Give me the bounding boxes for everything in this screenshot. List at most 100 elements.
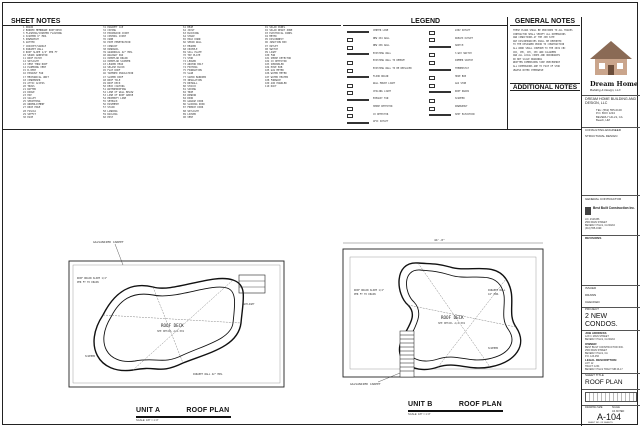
tb-graphic (585, 392, 637, 402)
sheet-note: 23 HIP (23, 94, 32, 98)
legend-item-label: WALL MOUNT LIGHT (373, 82, 396, 86)
tb-divider (582, 195, 640, 196)
sheet-note: 63 BLOCKING (183, 32, 199, 36)
logo-subtext: Building & Design, LLC (590, 88, 621, 92)
company-line: BEVERLY HILLS, CA (596, 114, 623, 119)
sheet-note: 5 DOWNSPOUT (23, 38, 39, 42)
sheet-note: 88 SKYLIGHT (183, 109, 199, 113)
legend-symbol (429, 53, 435, 58)
svg-text:ROOF DRAIN SLOPE 1/4": ROOF DRAIN SLOPE 1/4" (354, 289, 385, 292)
sheet-note: 12 SKYLIGHT (23, 60, 39, 64)
sheet-note: 100 FAN (265, 53, 276, 57)
sheet-note: 94 METER (265, 35, 277, 39)
company-name: DREAM HOME BUILDING AND DESIGN, LLC (585, 97, 637, 105)
legend-item-label: DUPLEX OUTLET (455, 36, 473, 40)
tb-divider (582, 127, 640, 128)
sheet-note: 86 SLIDING DOOR (183, 103, 205, 107)
legal-line: BEVERLY HILLS TRACT MB 23-17 (585, 367, 623, 371)
sheet-note: 51 WATERPROOFING (103, 87, 127, 91)
legend-symbol (347, 114, 353, 119)
sheet-note: 101 SMOKE DETECTOR (265, 56, 291, 60)
legend-item-label: CENTER LINE (373, 29, 389, 32)
revisions-label: REVISIONS (585, 236, 602, 240)
sheet-note: 66 SHEAR WALL (183, 41, 202, 45)
legend-symbol (347, 38, 353, 43)
company-line: Beach, HM (596, 118, 610, 123)
svg-text:PARAPET WALL 42" MIN.: PARAPET WALL 42" MIN. (193, 373, 223, 376)
sheet-note: 27 DRIP EDGE (23, 106, 41, 110)
sheet-note: 9 ROOF SLOPE 1/4" PER FT (23, 50, 58, 54)
logo-text: Dream Home (590, 80, 639, 88)
issued-label: ISSUED (585, 286, 597, 290)
project-name: 2 NEW CONDOS. (585, 313, 618, 328)
sheet-note: 110 DUCT (265, 84, 277, 88)
legend-symbol (347, 83, 353, 88)
sheet-note: 18 CONDENSER (23, 78, 41, 82)
sheet-note: 79 DRYWALL (183, 81, 198, 85)
gc-logo-icon (585, 207, 591, 215)
svg-text:PER FT TO DRAIN: PER FT TO DRAIN (354, 293, 376, 296)
unit-a-title-text: UNIT A (136, 407, 161, 414)
sheet-note: 98 SWITCH (265, 47, 278, 51)
unit-b-subtitle: ROOF PLAN (458, 401, 502, 408)
gc-line: (310) 555-0199 (585, 227, 602, 230)
sheet-note: 44 SPLASH BLOCK (103, 66, 125, 70)
legend-symbol (429, 98, 435, 103)
general-contractor-label: GENERAL CONTRACTOR (585, 197, 622, 201)
legend-item-label: EXHAUST FAN (373, 97, 389, 101)
svg-text:42" MIN.: 42" MIN. (488, 293, 500, 296)
sheet-note: 77 VAPOR BARRIER (183, 75, 207, 79)
company-line: P.O. BOX 1234 (596, 111, 615, 116)
sheet-note: 31 PARAPET CAP (103, 26, 124, 29)
legend-item-label: EXISTING WALL (373, 51, 391, 55)
general-note: ANY DISCREPANCIES SHALL BE REPORTED (513, 39, 562, 43)
legend-symbol (429, 60, 435, 65)
legend-symbol (429, 68, 451, 71)
legal-line: LOT: 12 (585, 362, 594, 365)
sheet-note: 2 BONDED MEMBRANE ROOF/DECK (23, 29, 62, 33)
general-note: TO THE DESIGNER PRIOR TO CONSTRUCTION (513, 43, 565, 47)
sheet-note: 84 DOOR (183, 97, 194, 101)
sheet-note: 89 LOUVER (183, 112, 196, 116)
company-line: TEL: (562) 555-0100 (596, 108, 622, 112)
sheet-note: 24 VALLEY (23, 97, 36, 101)
sheet-note: 38 HANDRAIL (103, 47, 119, 51)
sheet-note: 13 VENT THRU ROOF (23, 63, 48, 67)
sheet-note: 7 CRICKET/SADDLE (23, 44, 47, 48)
unit-b-callout: GALVANIZED CARPET (350, 382, 381, 386)
sheet-note: 42 OVERFLOW SCUPPER (103, 60, 131, 64)
project-label: PROJECT (585, 307, 600, 311)
legend-item-label: EXISTING WALL TO REMOVE (373, 59, 405, 63)
sheet-note: 105 GAS METER (265, 69, 284, 73)
sheet-note: 109 AIR HANDLER (265, 81, 287, 85)
sheet-note: 81 SIDING (183, 87, 196, 91)
additional-notes-title: ADDITIONAL NOTES (510, 83, 580, 91)
drawn-label: DRAWN (585, 293, 597, 297)
legend-item-label: GFCI OUTLET (373, 120, 389, 124)
general-note: DO NOT SCALE DRAWINGS (513, 57, 543, 61)
sheet-title: ROOF PLAN (585, 379, 623, 386)
sheet-note: 49 ROOF DECK (103, 81, 121, 85)
legend-title: LEGEND (343, 17, 508, 26)
owner-lines: BEST BUILT CONSTRUCTION INC.2560 MAIN ST… (585, 346, 624, 359)
legend-symbol (429, 106, 435, 111)
sheet-note: 4 SCUPPER 6" MIN. (23, 35, 48, 39)
legend-item-label: DOWNSPOUT (455, 105, 468, 108)
sheet-note: 80 STUCCO (183, 84, 196, 88)
sheet-note: 55 SETBACK (103, 100, 118, 104)
unit-b-title: UNIT B ROOF PLAN (408, 401, 502, 408)
sheet-note: 78 INSULATION (183, 78, 202, 82)
tb-divider (582, 307, 640, 308)
sheet-note: 97 OUTLET (265, 44, 278, 48)
sheet-note: 70 TOP PLATE (183, 53, 201, 57)
sheet-note: 43 LEADER HEAD (103, 63, 124, 67)
legend-item-label: NEW 2X4 WALL (373, 36, 390, 40)
sheet-note: 75 FOUNDATION (183, 69, 202, 73)
legend-symbol (347, 45, 353, 50)
